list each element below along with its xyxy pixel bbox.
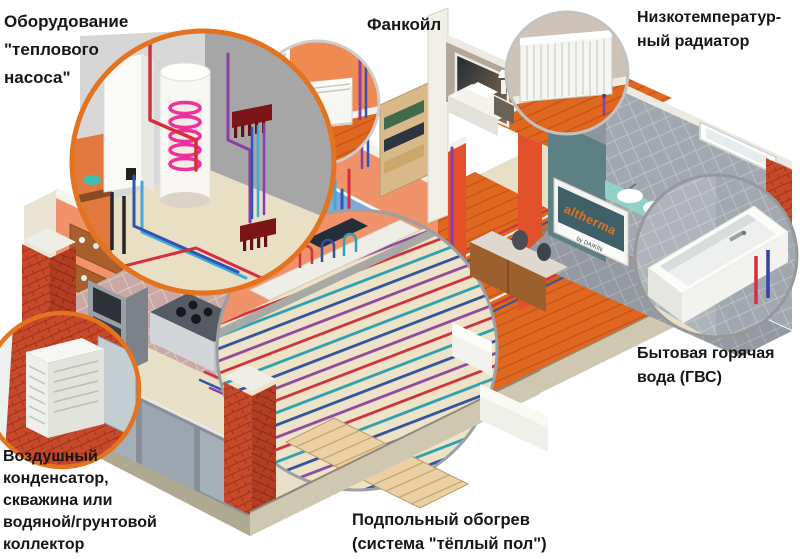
callout-bathtub [633,173,799,339]
label-fancoil: Фанкойл [367,15,442,34]
bathtub [647,205,789,324]
label-domestic-hot-water: Бытовая горячая вода (ГВС) [637,345,775,386]
hot-water-tank [159,62,211,208]
armchair [452,322,492,376]
label-low-temp-radiator: Низкотемператур- ный радиатор [637,9,782,50]
label-underfloor-heating: Подпольный обогрев (система "тёплый пол"… [352,511,547,553]
bookcase [379,82,429,198]
foreground [224,230,568,536]
radiator-unit [519,29,613,116]
brick-pillar-front [224,365,276,516]
label-air-condenser: Воздушный конденсатор, скважина или водя… [3,448,157,553]
callout-heat-pump [69,28,337,296]
wall-beam [427,7,449,224]
condenser-unit [26,338,104,438]
sofa [480,384,548,452]
callout-radiator [504,10,630,136]
sideboard-vases [470,230,568,312]
manifolds [232,104,276,251]
heat-pump-pipes [98,32,290,292]
label-heat-pump-equipment: Оборудование "теплового насоса" [4,12,129,87]
heat-pump-indoor-unit [103,53,154,254]
altherma-panel: altherma by DAIKIN [553,177,629,267]
callout-condenser [0,310,142,470]
